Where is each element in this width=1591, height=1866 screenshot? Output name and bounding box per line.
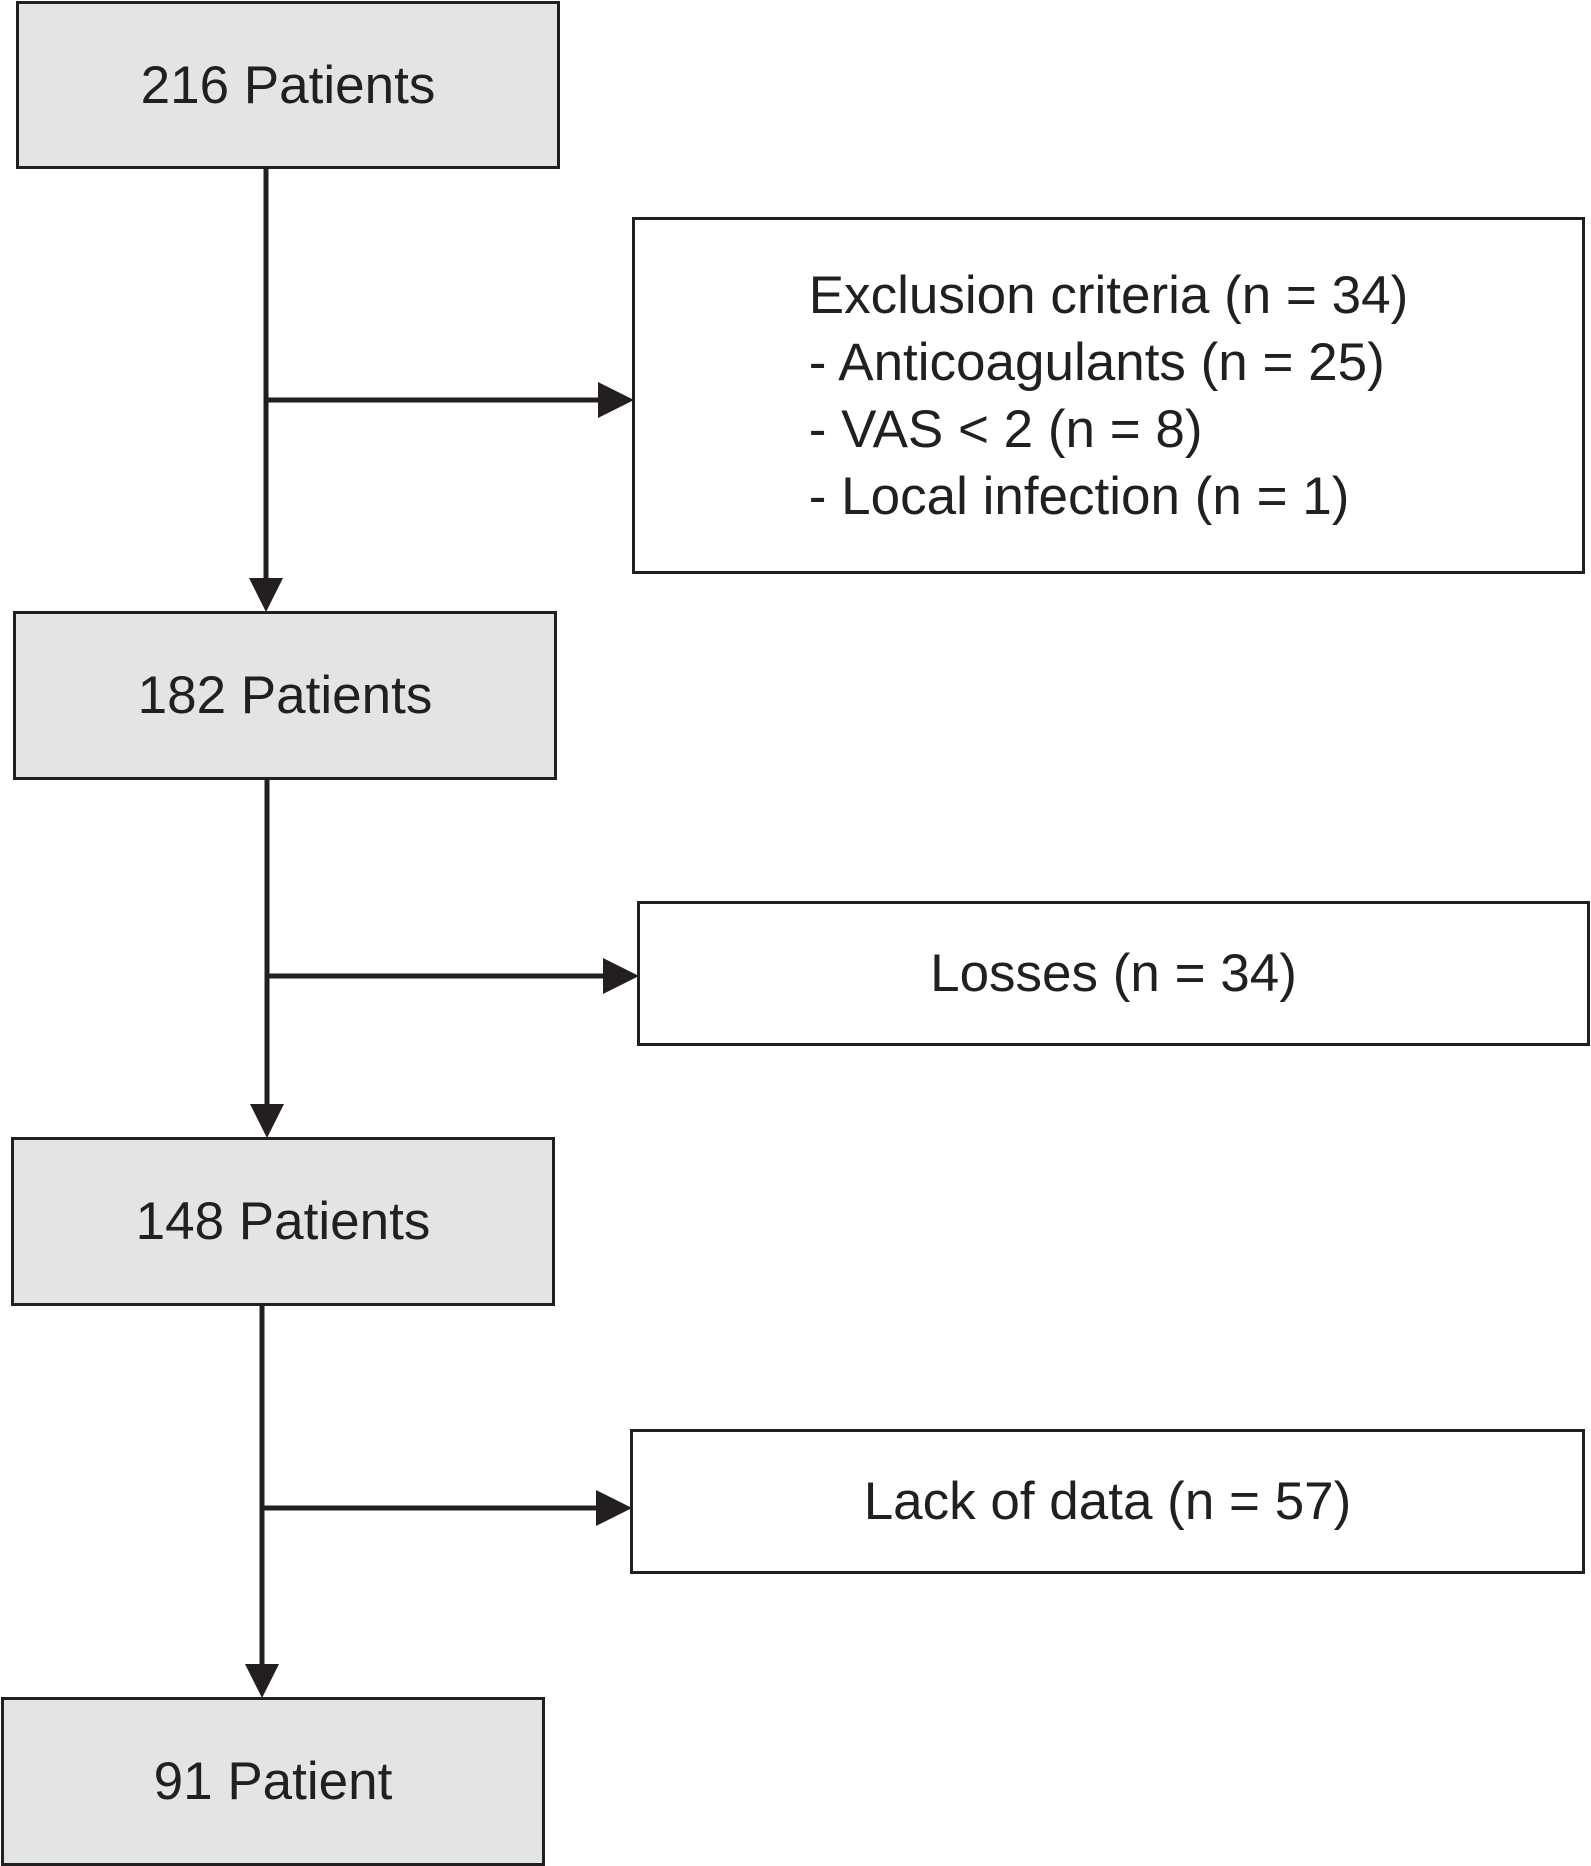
- stage-label-4: 91 Patient: [153, 1752, 393, 1811]
- down-arrowhead-1: [249, 578, 283, 612]
- exclusion-item-vas: - VAS < 2 (n = 8): [808, 399, 1203, 459]
- stage-box-3: 148 Patients: [11, 1137, 555, 1306]
- stage-box-4: 91 Patient: [1, 1697, 545, 1866]
- lack-of-data-label: Lack of data (n = 57): [863, 1472, 1352, 1531]
- losses-box: Losses (n = 34): [637, 901, 1590, 1046]
- exclusion-branch-arrowhead: [598, 382, 634, 418]
- down-arrowhead-3: [245, 1664, 279, 1698]
- lack-of-data-box: Lack of data (n = 57): [630, 1429, 1585, 1574]
- stage-label-1: 216 Patients: [140, 55, 436, 115]
- exclusion-item-anticoagulants: - Anticoagulants (n = 25): [808, 332, 1385, 392]
- exclusion-criteria-title: Exclusion criteria (n = 34): [808, 265, 1409, 325]
- losses-branch-arrowhead: [603, 958, 639, 994]
- losses-label: Losses (n = 34): [930, 944, 1297, 1003]
- stage-box-2: 182 Patients: [13, 611, 557, 780]
- exclusion-item-local-infection: - Local infection (n = 1): [808, 466, 1350, 526]
- stage-box-1: 216 Patients: [16, 1, 560, 169]
- missing-branch-arrowhead: [596, 1490, 632, 1526]
- exclusion-criteria-list: Exclusion criteria (n = 34) - Anticoagul…: [809, 262, 1408, 530]
- stage-label-3: 148 Patients: [135, 1192, 431, 1251]
- exclusion-criteria-box: Exclusion criteria (n = 34) - Anticoagul…: [632, 217, 1585, 574]
- stage-label-2: 182 Patients: [137, 666, 433, 725]
- down-arrowhead-2: [250, 1104, 284, 1138]
